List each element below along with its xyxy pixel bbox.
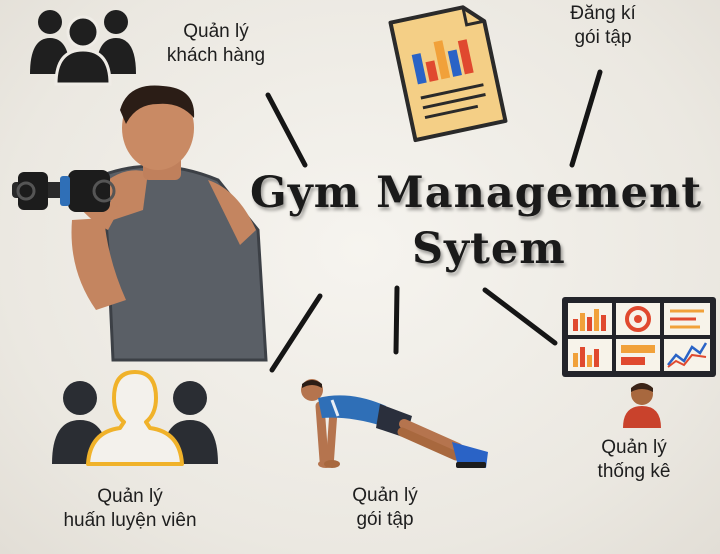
pushup-person-icon bbox=[301, 379, 488, 468]
label-trainers-line1: Quản lý bbox=[97, 486, 163, 507]
label-statistics: Quản lý thống kê bbox=[584, 436, 684, 484]
label-register-line1: Đăng kí bbox=[570, 3, 636, 24]
label-statistics-line2: thống kê bbox=[597, 461, 671, 482]
label-statistics-line1: Quản lý bbox=[601, 437, 667, 458]
connector-customers bbox=[265, 92, 308, 168]
label-packages-line2: gói tập bbox=[356, 509, 414, 530]
connector-packages bbox=[393, 285, 400, 355]
label-customers-line1: Quản lý bbox=[183, 21, 249, 42]
label-register-line2: gói tập bbox=[574, 27, 632, 48]
connector-trainers bbox=[269, 293, 323, 373]
label-customers: Quản lý khách hàng bbox=[156, 20, 276, 68]
label-packages-line1: Quản lý bbox=[352, 485, 418, 506]
dashboard-monitor-icon bbox=[562, 297, 716, 377]
analyst-person-icon bbox=[623, 383, 661, 428]
title-line2: Sytem bbox=[412, 224, 566, 274]
label-customers-line2: khách hàng bbox=[166, 45, 266, 66]
label-register: Đăng kí gói tập bbox=[548, 2, 658, 50]
document-chart-icon bbox=[388, 5, 508, 143]
label-packages: Quản lý gói tập bbox=[330, 484, 440, 532]
label-trainers-line2: huấn luyện viên bbox=[63, 510, 197, 531]
diagram-title: Gym Management Sytem bbox=[250, 168, 710, 278]
trainer-group-icon bbox=[52, 370, 218, 466]
connector-statistics bbox=[482, 287, 558, 346]
users-group-icon bbox=[30, 10, 136, 86]
label-trainers: Quản lý huấn luyện viên bbox=[40, 485, 220, 533]
athlete-dumbbell-icon bbox=[12, 85, 268, 362]
title-line1: Gym Management bbox=[250, 168, 703, 218]
connector-register bbox=[569, 69, 603, 168]
